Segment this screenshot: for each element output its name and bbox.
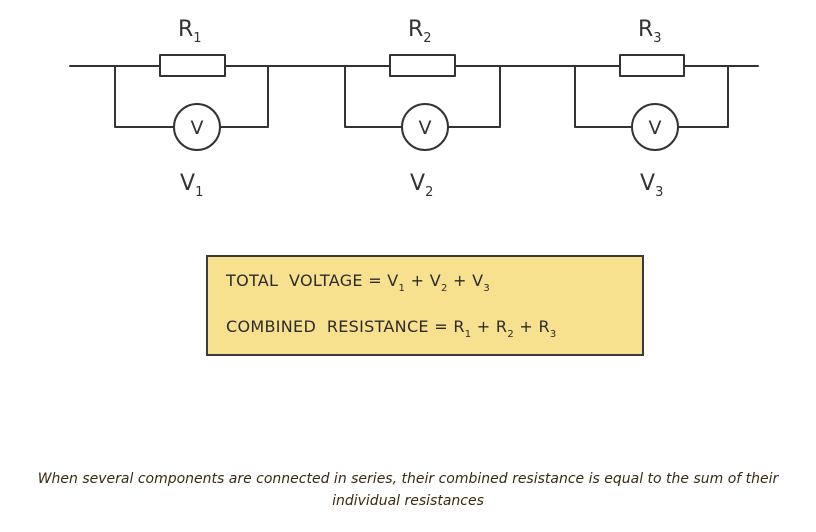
resistor-3-group: R3 bbox=[619, 17, 685, 77]
series-circuit-diagram: R1 V V1 R2 V V2 R3 V V3 bbox=[69, 17, 759, 200]
voltmeter-2-branch bbox=[344, 65, 501, 128]
voltmeter-2-symbol: V bbox=[419, 117, 432, 139]
term-r2: R2 bbox=[495, 317, 514, 340]
voltmeter-3-group: V V3 bbox=[574, 65, 729, 200]
voltmeter-3-label: V3 bbox=[640, 171, 663, 200]
voltmeter-1-group: V V1 bbox=[114, 65, 269, 200]
term-v3: V3 bbox=[472, 271, 491, 294]
voltmeter-3 bbox=[631, 103, 679, 151]
resistor-2-group: R2 bbox=[389, 17, 456, 77]
resistor-2 bbox=[389, 54, 456, 77]
combined-resistance-formula: COMBINED RESISTANCE = R1 + R2 + R3 bbox=[226, 317, 557, 340]
formula-box: TOTAL VOLTAGE = V1 + V2 + V3 COMBINED RE… bbox=[206, 255, 644, 356]
term-r1: R1 bbox=[453, 317, 472, 340]
total-voltage-formula: TOTAL VOLTAGE = V1 + V2 + V3 bbox=[226, 271, 491, 294]
voltmeter-1-symbol: V bbox=[191, 117, 204, 139]
combined-resistance-label: COMBINED RESISTANCE bbox=[226, 317, 429, 336]
voltmeter-1 bbox=[173, 103, 221, 151]
equals-sign: = bbox=[428, 317, 454, 336]
term-r3: R3 bbox=[538, 317, 557, 340]
voltmeter-3-branch bbox=[574, 65, 729, 128]
voltmeter-1-label: V1 bbox=[180, 171, 203, 200]
voltmeter-3-symbol: V bbox=[649, 117, 662, 139]
resistor-1-group: R1 bbox=[159, 17, 226, 77]
term-v1: V1 bbox=[387, 271, 406, 294]
total-voltage-label: TOTAL VOLTAGE bbox=[226, 271, 363, 290]
equals-sign: = bbox=[362, 271, 388, 290]
voltmeter-2 bbox=[401, 103, 449, 151]
plus-sign: + bbox=[513, 317, 539, 336]
voltmeter-2-group: V V2 bbox=[344, 65, 501, 200]
plus-sign: + bbox=[405, 271, 430, 290]
resistor-3-label: R3 bbox=[638, 17, 662, 46]
resistor-2-label: R2 bbox=[408, 17, 432, 46]
plus-sign: + bbox=[471, 317, 496, 336]
resistor-1 bbox=[159, 54, 226, 77]
voltmeter-2-label: V2 bbox=[410, 171, 433, 200]
term-v2: V2 bbox=[429, 271, 448, 294]
voltmeter-1-branch bbox=[114, 65, 269, 128]
plus-sign: + bbox=[447, 271, 473, 290]
resistor-1-label: R1 bbox=[178, 17, 202, 46]
resistor-3 bbox=[619, 54, 685, 77]
caption: When several components are connected in… bbox=[37, 471, 779, 509]
